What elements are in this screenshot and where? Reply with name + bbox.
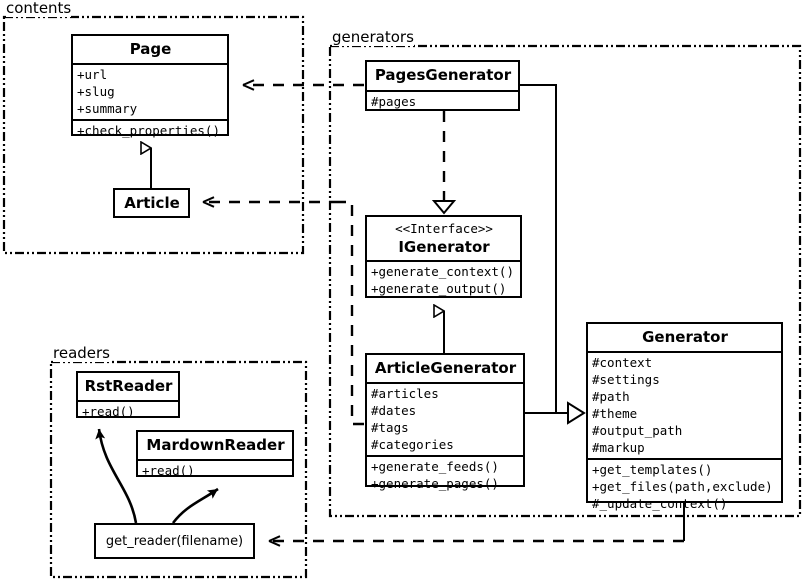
class-method: +check_properties() xyxy=(77,123,220,138)
class-name-pages-generator: PagesGenerator xyxy=(374,66,512,84)
relation-pagesgenerator-implements-igenerator xyxy=(431,111,457,215)
class-methods-generator: +get_templates() +get_files(path,exclude… xyxy=(588,458,781,514)
class-box-article-generator[interactable]: ArticleGenerator #articles #dates #tags … xyxy=(365,353,525,491)
class-attributes-pages-generator: #pages xyxy=(367,90,518,112)
relation-generator-uses-get-reader xyxy=(268,503,685,547)
class-attribute: +url xyxy=(77,67,108,82)
package-border-readers xyxy=(49,360,308,579)
class-attributes-page: +url +slug +summary xyxy=(73,63,227,119)
class-methods-igenerator: +generate_context() +generate_output() xyxy=(367,260,520,299)
class-method: +get_templates() xyxy=(592,462,713,477)
relation-articlegenerator-extends-generator xyxy=(525,401,586,425)
class-header-article-generator: ArticleGenerator xyxy=(367,355,523,382)
class-header-generator: Generator xyxy=(588,324,781,351)
class-attribute: #output_path xyxy=(592,423,683,438)
class-attribute: #articles xyxy=(371,386,439,401)
package-border-generators xyxy=(328,44,802,518)
function-label-get-reader: get_reader(filename) xyxy=(105,533,244,549)
class-box-pages-generator[interactable]: PagesGenerator #pages xyxy=(365,60,520,111)
class-name-generator: Generator xyxy=(642,328,728,346)
class-methods-article-generator: +generate_feeds() +generate_pages() xyxy=(367,455,523,494)
class-name-rst-reader: RstReader xyxy=(84,377,173,395)
class-attribute: #markup xyxy=(592,440,645,455)
class-attribute: #categories xyxy=(371,437,454,452)
class-method: +generate_pages() xyxy=(371,476,499,491)
class-methods-page: +check_properties() xyxy=(73,119,227,141)
class-header-article: Article xyxy=(115,190,188,217)
class-methods-rst-reader: +read() xyxy=(78,400,178,422)
class-box-mardown-reader[interactable]: MardownReader +read() xyxy=(136,430,294,478)
class-method: +generate_context() xyxy=(371,264,514,279)
class-attributes-generator: #context #settings #path #theme #output_… xyxy=(588,351,781,458)
class-attribute: #pages xyxy=(371,94,417,109)
class-attribute: +summary xyxy=(77,101,138,116)
package-label-generators: generators xyxy=(332,28,414,46)
class-box-rst-reader[interactable]: RstReader +read() xyxy=(76,371,180,419)
class-method: +get_files(path,exclude) xyxy=(592,479,773,494)
class-method: #_update_context() xyxy=(592,496,728,511)
class-attributes-article-generator: #articles #dates #tags #categories xyxy=(367,382,523,455)
package-label-readers: readers xyxy=(53,344,110,362)
class-methods-mardown-reader: +read() xyxy=(138,459,292,481)
relation-articlegenerator-uses-article xyxy=(202,196,364,426)
relation-get-reader-returns-mardownreader xyxy=(171,487,219,524)
class-method: +read() xyxy=(142,463,195,478)
class-header-page: Page xyxy=(73,36,227,63)
class-box-generator[interactable]: Generator #context #settings #path #them… xyxy=(586,322,783,511)
function-box-get-reader[interactable]: get_reader(filename) xyxy=(94,523,255,559)
class-attribute: #settings xyxy=(592,372,660,387)
class-box-igenerator[interactable]: <<Interface>> IGenerator +generate_conte… xyxy=(365,215,522,298)
relation-pagesgenerator-extends-generator xyxy=(520,84,568,414)
class-header-pages-generator: PagesGenerator xyxy=(367,62,518,90)
package-border-contents xyxy=(2,15,305,255)
class-box-page[interactable]: Page +url +slug +summary +check_properti… xyxy=(71,34,229,138)
class-method: +generate_feeds() xyxy=(371,459,499,474)
class-header-rst-reader: RstReader xyxy=(78,373,178,400)
class-header-mardown-reader: MardownReader xyxy=(138,432,292,459)
class-method: +generate_output() xyxy=(371,281,507,296)
class-attribute: #tags xyxy=(371,420,409,435)
class-attribute: #path xyxy=(592,389,630,404)
class-name-page: Page xyxy=(129,40,172,58)
class-box-article[interactable]: Article xyxy=(113,188,190,218)
class-stereotype-igenerator: <<Interface>> xyxy=(395,221,493,236)
class-name-mardown-reader: MardownReader xyxy=(146,436,285,454)
relation-get-reader-returns-rstreader xyxy=(95,428,138,524)
package-label-contents: contents xyxy=(6,0,72,17)
class-name-article: Article xyxy=(124,194,180,212)
class-method: +read() xyxy=(82,404,135,419)
class-name-igenerator: IGenerator xyxy=(398,238,490,256)
class-attribute: #theme xyxy=(592,406,638,421)
class-header-igenerator: <<Interface>> IGenerator xyxy=(367,217,520,260)
class-attribute: #dates xyxy=(371,403,417,418)
class-attribute: +slug xyxy=(77,84,115,99)
class-attribute: #context xyxy=(592,355,653,370)
class-name-article-generator: ArticleGenerator xyxy=(374,359,517,377)
